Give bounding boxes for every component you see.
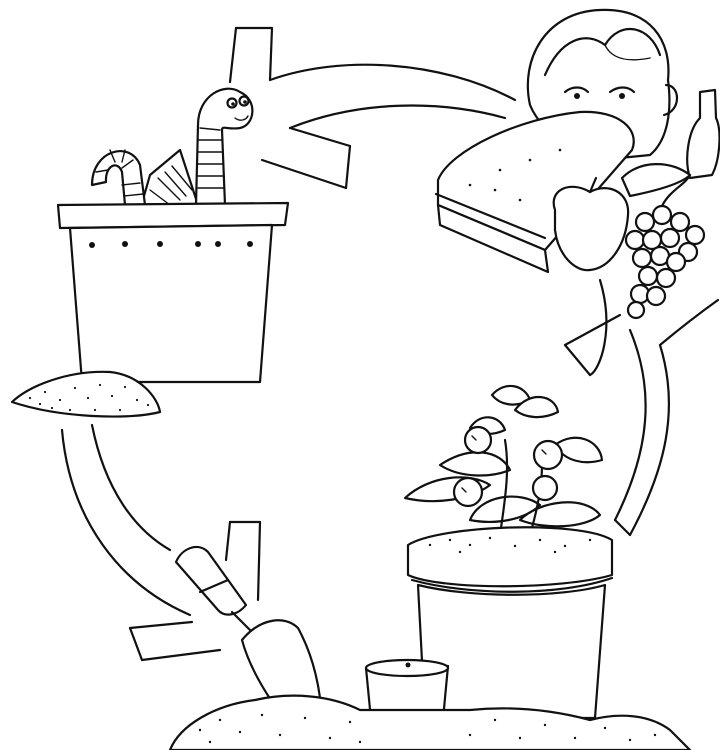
grapes-icon (626, 175, 704, 318)
worm-compost-bin-icon (12, 89, 288, 417)
person-eating-food-icon (436, 10, 719, 318)
cycle-arrow-left (62, 425, 220, 660)
cycle-arrow-right (565, 280, 718, 535)
